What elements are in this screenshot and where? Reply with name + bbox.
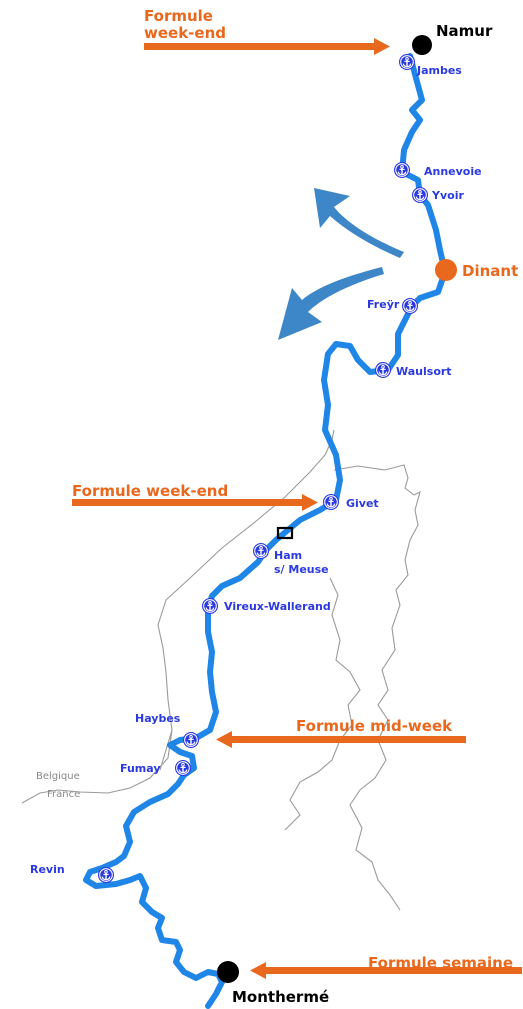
- stop-fumay: Fumay: [120, 762, 161, 775]
- stop-haybes: Haybes: [135, 712, 181, 725]
- stop-freyr: Freÿr: [367, 298, 400, 311]
- stop-ham: Ham: [274, 549, 303, 562]
- anchor-icon: [374, 361, 392, 379]
- stop-jambes: Jambes: [417, 64, 462, 77]
- city-namur: Namur: [436, 22, 493, 40]
- stop-ham-sur-meuse: s/ Meuse: [274, 563, 329, 576]
- anchor-icon: [201, 597, 219, 615]
- montherme-marker: [217, 961, 239, 983]
- lock-marker: [276, 526, 294, 540]
- stop-vireux-wallerand: Vireux-Wallerand: [224, 600, 331, 613]
- dinant-marker: [435, 259, 457, 281]
- curved-arrow-up-left: [314, 188, 404, 258]
- anchor-icon: [398, 53, 416, 71]
- formula-semaine: Formule semaine: [368, 954, 514, 972]
- big-direction-arrows: [278, 188, 404, 340]
- stop-revin: Revin: [30, 863, 65, 876]
- anchor-icon: [401, 297, 419, 315]
- city-dinant: Dinant: [462, 262, 519, 280]
- anchor-icon: [322, 493, 340, 511]
- river-meuse: [83, 53, 448, 1009]
- anchor-icon: [411, 186, 429, 204]
- label-belgique: Belgique: [36, 771, 80, 782]
- anchor-icon: [252, 542, 270, 560]
- label-france: France: [47, 789, 81, 800]
- city-montherme: Monthermé: [232, 988, 330, 1006]
- stop-annevoie: Annevoie: [424, 165, 482, 178]
- anchor-icon: [174, 759, 192, 777]
- formula-arrows: [72, 38, 522, 979]
- anchor-icon: [182, 731, 200, 749]
- anchor-icon: [393, 161, 411, 179]
- formula-midweek: Formule mid-week: [296, 717, 453, 735]
- stop-givet: Givet: [346, 497, 379, 510]
- anchor-icon: [97, 866, 115, 884]
- stop-waulsort: Waulsort: [396, 365, 452, 378]
- formula-weekend-top-line1: Formule: [144, 7, 213, 25]
- formula-weekend-mid: Formule week-end: [72, 482, 229, 500]
- stop-yvoir: Yvoir: [432, 189, 464, 202]
- formula-weekend-top-line2: week-end: [144, 24, 226, 42]
- namur-marker: [412, 35, 432, 55]
- country-borders: [21, 429, 421, 911]
- formula-weekend-top: Formule week-end: [144, 8, 226, 42]
- curved-arrow-down-left: [278, 267, 384, 340]
